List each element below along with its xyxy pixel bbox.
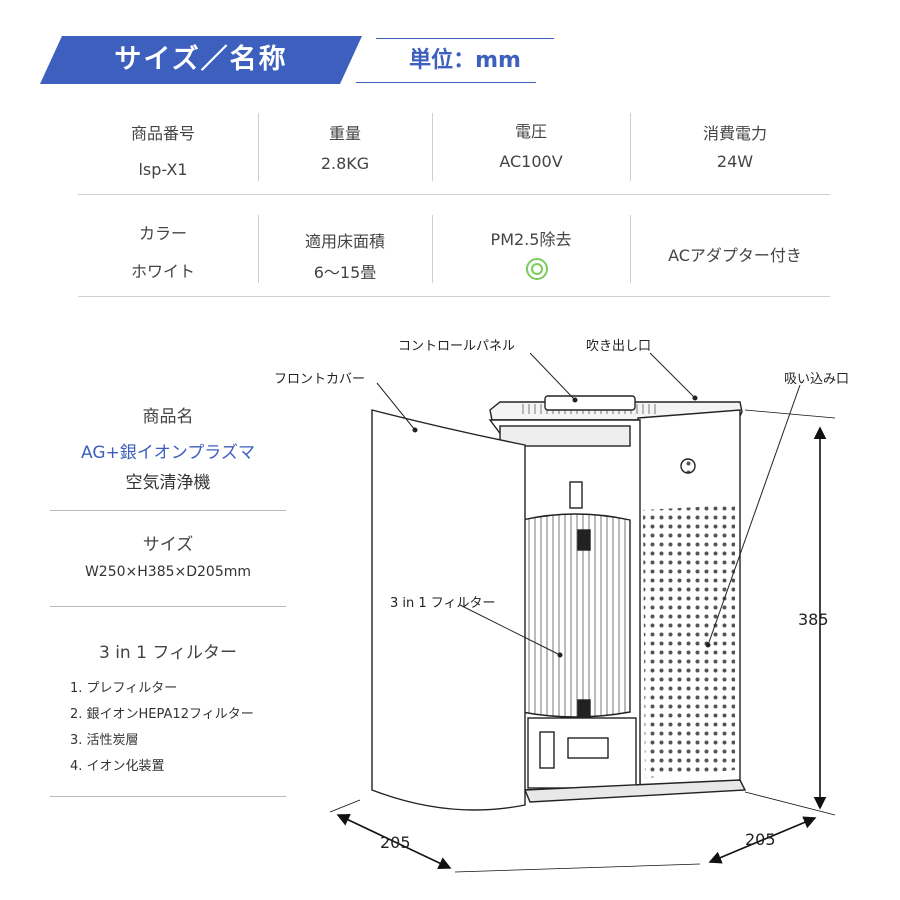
spec-label-voltage: 電圧 xyxy=(514,122,547,141)
spec-value-area: 6～15畳 xyxy=(313,263,377,282)
spec-label-area: 適用床面積 xyxy=(304,232,385,251)
pm25-circle-icon xyxy=(526,258,548,280)
spec-label-color: カラー xyxy=(138,224,187,243)
filter-list-item: 2. 銀イオンHEPA12フィルター xyxy=(70,707,254,722)
spec-divider xyxy=(630,113,631,181)
product-name-label: 商品名 xyxy=(142,407,194,427)
callout-front-cover: フロントカバー xyxy=(274,372,366,387)
spec-label-adapter: ACアダプター付き xyxy=(668,246,802,265)
filter-list-item: 3. 活性炭層 xyxy=(70,733,139,748)
dimension-width: 205 xyxy=(380,833,411,852)
unit-label: 単位：mm xyxy=(409,48,521,73)
unit-bottom-rule xyxy=(356,82,536,83)
spec-divider xyxy=(258,215,259,283)
unit-top-rule xyxy=(376,38,554,39)
callout-outlet: 吹き出し口 xyxy=(586,339,652,354)
callout-control-panel: コントロールパネル xyxy=(398,339,516,354)
filter-title: 3 in 1 フィルター xyxy=(98,643,237,663)
spec-label-weight: 重量 xyxy=(328,124,361,143)
callout-filter: 3 in 1 フィルター xyxy=(390,596,496,611)
spec-label-model: 商品番号 xyxy=(130,124,195,143)
info-divider xyxy=(50,510,286,511)
info-divider xyxy=(50,796,286,797)
spec-value-voltage: AC100V xyxy=(499,152,563,171)
front-cover xyxy=(371,409,526,811)
spec-label-pm25: PM2.5除去 xyxy=(490,230,572,249)
product-name-sub: 空気清浄機 xyxy=(125,473,211,493)
spec-row-divider xyxy=(78,296,830,297)
spec-value-color: ホワイト xyxy=(130,262,195,281)
title-banner xyxy=(40,36,362,84)
spec-value-model: lsp-X1 xyxy=(138,160,188,179)
spec-divider xyxy=(432,215,433,283)
info-divider xyxy=(50,606,286,607)
spec-row-divider xyxy=(78,194,830,195)
spec-divider xyxy=(630,215,631,283)
page-title: サイズ／名称 xyxy=(114,44,288,75)
spec-divider xyxy=(258,113,259,181)
spec-label-power: 消費電力 xyxy=(702,124,767,143)
filter-list-item: 1. プレフィルター xyxy=(70,681,178,696)
purifier-body xyxy=(488,395,747,803)
spec-value-power: 24W xyxy=(716,152,754,171)
filter-list-item: 4. イオン化装置 xyxy=(70,759,165,774)
spec-divider xyxy=(432,113,433,181)
callout-inlet: 吸い込み口 xyxy=(784,372,850,387)
spec-value-weight: 2.8KG xyxy=(320,154,370,173)
product-name-highlight: AG+銀イオンプラズマ xyxy=(81,443,255,463)
size-value: W250×H385×D205mm xyxy=(84,564,252,580)
size-label: サイズ xyxy=(142,535,194,555)
dimension-height: 385 xyxy=(798,610,829,629)
dimension-depth: 205 xyxy=(745,830,776,849)
